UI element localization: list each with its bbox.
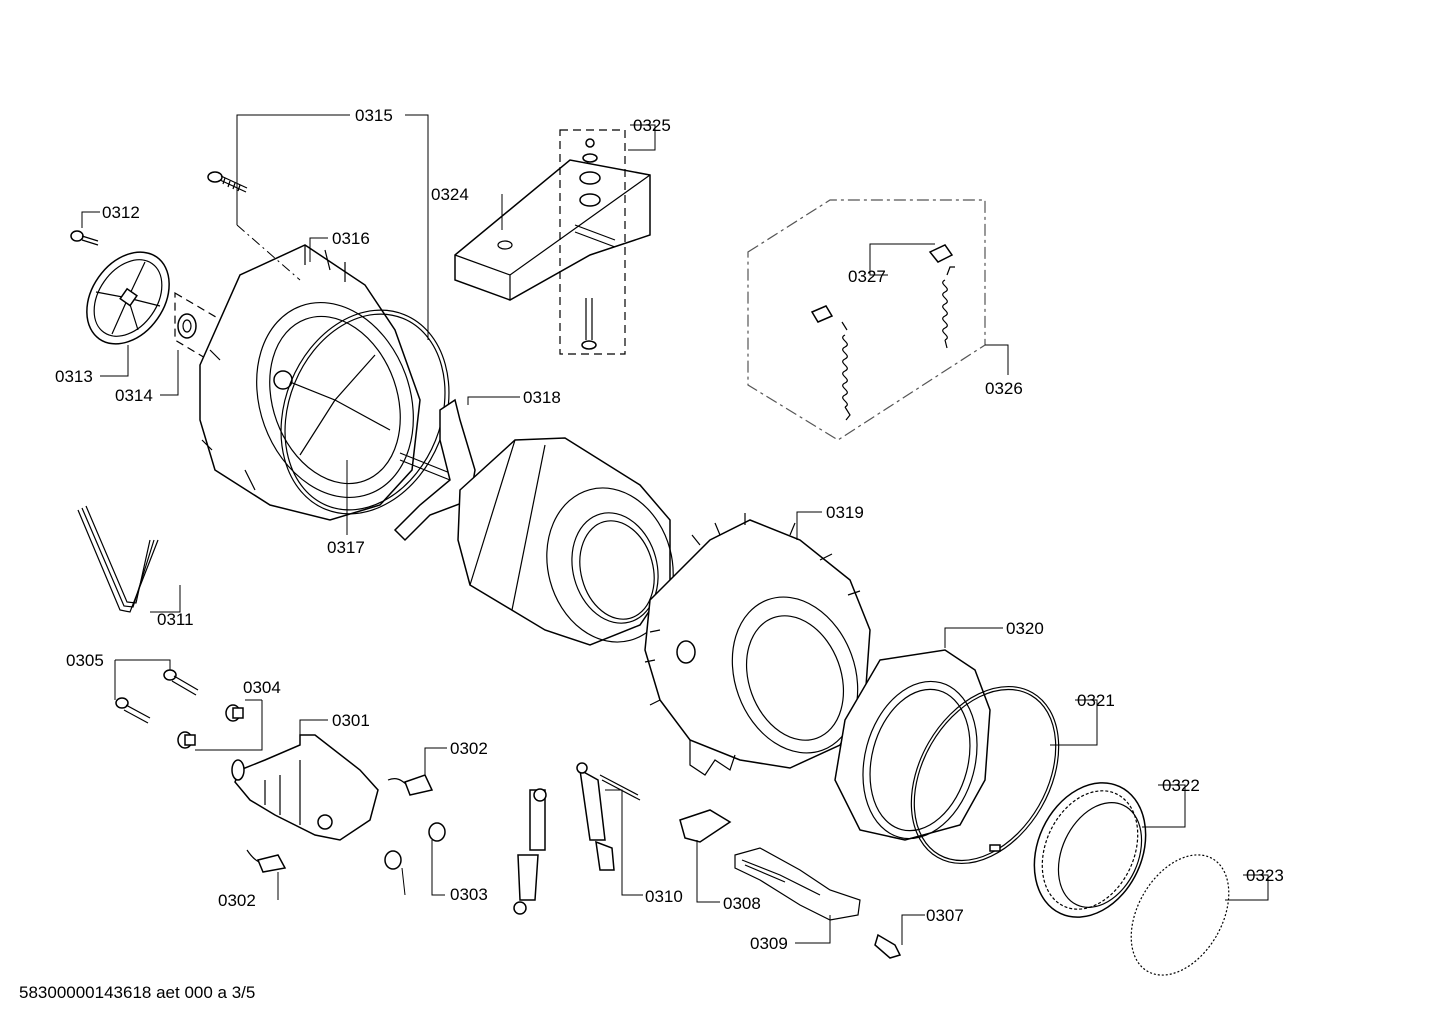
callout-0307: 0307	[926, 906, 964, 925]
part-0317-gasket-ring	[280, 309, 450, 515]
callout-0314: 0314	[115, 386, 153, 405]
part-0315-screw	[207, 171, 248, 193]
leader-lines	[81, 114, 1269, 945]
part-0324-counterweight	[454, 159, 651, 301]
callout-0319: 0319	[826, 503, 864, 522]
callout-0323: 0323	[1246, 866, 1284, 885]
callout-0318: 0318	[523, 388, 561, 407]
callout-0316: 0316	[332, 229, 370, 248]
callout-0305: 0305	[66, 651, 104, 670]
callout-0322: 0322	[1162, 776, 1200, 795]
callout-0326: 0326	[985, 379, 1023, 398]
callout-0325: 0325	[633, 116, 671, 135]
callout-0304: 0304	[243, 678, 281, 697]
callout-0313: 0313	[55, 367, 93, 386]
part-0318-drum	[393, 398, 674, 646]
callout-0308: 0308	[723, 894, 761, 913]
part-0321-clamp-ring	[910, 685, 1060, 865]
part-0303-bushings	[384, 822, 446, 870]
part-0323-spring-band	[1130, 854, 1230, 976]
part-0322-seal-ring	[1033, 782, 1147, 918]
part-0325-fastener-set	[559, 129, 626, 355]
part-shock-absorbers	[513, 762, 641, 915]
callout-0320: 0320	[1006, 619, 1044, 638]
part-0301-motor	[231, 734, 379, 841]
callout-0301: 0301	[332, 711, 370, 730]
callout-0310: 0310	[645, 887, 683, 906]
callout-0302-lower: 0302	[218, 891, 256, 910]
part-0307-sensor-plug	[874, 933, 902, 959]
callout-0311: 0311	[157, 610, 194, 629]
callout-0312: 0312	[102, 203, 140, 222]
part-0312-screw	[70, 230, 99, 246]
callout-0327: 0327	[848, 267, 886, 286]
part-0320-front-ring	[834, 649, 991, 841]
callout-0324: 0324	[431, 185, 469, 204]
callout-0303: 0303	[450, 885, 488, 904]
part-0313-pulley	[86, 251, 170, 345]
part-0311-belt	[77, 505, 159, 613]
callout-0317: 0317	[327, 538, 365, 557]
callout-0302-upper: 0302	[450, 739, 488, 758]
part-0327-clip	[810, 244, 954, 323]
part-0326-spring-set	[747, 199, 986, 441]
part-0308-sensor	[679, 809, 732, 843]
part-0305-screws	[115, 669, 199, 724]
part-0302-connectors	[246, 774, 434, 873]
callout-0309: 0309	[750, 934, 788, 953]
callout-0315: 0315	[355, 106, 393, 125]
part-0304-bushings	[177, 704, 244, 749]
callout-0321: 0321	[1077, 691, 1115, 710]
part-0319-front-tub	[644, 513, 871, 776]
part-0316-rear-tub	[199, 244, 421, 521]
drawing-id-footer: 58300000143618 aet 000 a 3/5	[19, 983, 255, 1002]
part-0309-heater	[734, 847, 861, 921]
callout-labels: 0315 0325 0324 0312 0316 0327 0313 0326 …	[55, 106, 1284, 953]
